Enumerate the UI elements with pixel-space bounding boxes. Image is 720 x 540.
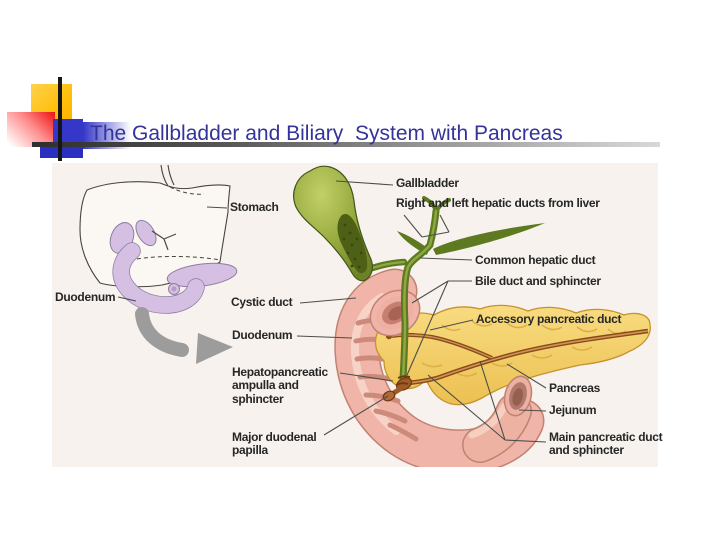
esophagus-line (160, 164, 169, 187)
gallbladder-texture (342, 223, 363, 269)
jejunum-shape (462, 375, 533, 463)
label-jejunum: Jejunum (549, 403, 597, 417)
jejunum-cut-end (503, 375, 533, 417)
leader-lines (117, 180, 547, 443)
esophagus-line-2 (167, 164, 175, 186)
label-gallbladder: Gallbladder (396, 176, 459, 190)
inset-duodenum-c (113, 243, 204, 314)
label-duodenum-inset: Duodenum (55, 290, 116, 304)
inset-lavender-organs (109, 219, 238, 314)
magnify-arrow (135, 307, 233, 364)
label-cystic-duct: Cystic duct (231, 295, 293, 309)
label-major-duodenal-papilla: Major duodenal papilla (232, 430, 317, 458)
hidden-stomach-dashed (136, 255, 221, 261)
deco-vertical-line (58, 77, 62, 161)
label-common-hepatic-duct: Common hepatic duct (475, 253, 596, 267)
hidden-edge-dashed (169, 186, 205, 195)
label-bile-duct-sphincter: Bile duct and sphincter (475, 274, 601, 288)
inset-stomach-diagram (79, 164, 238, 314)
label-duodenum-main: Duodenum (232, 328, 293, 342)
left-hepatic-leaf (397, 231, 429, 255)
label-accessory-pancreatic-duct: Accessory pancreatic duct (476, 312, 622, 326)
label-hepatopancreatic: Hepatopancreatic ampulla and sphincter (232, 365, 328, 406)
anatomy-figure: Stomach Duodenum Gallbladder Right and l… (52, 163, 663, 467)
inset-duct-branches (151, 230, 177, 251)
title-underline (32, 142, 660, 147)
label-hepatic-ducts: Right and left hepatic ducts from liver (396, 196, 600, 210)
slide-title: The Gallbladder and Biliary System with … (90, 122, 563, 145)
label-stomach: Stomach (230, 200, 279, 214)
deco-red-square (7, 112, 55, 147)
pancreas-shape (374, 304, 651, 406)
gallbladder-shape (293, 165, 373, 282)
ampulla-sphincter (382, 375, 413, 402)
anatomy-illustration (79, 164, 651, 467)
right-hepatic-leaf (433, 223, 545, 255)
gallbladder-interior (337, 213, 368, 274)
label-pancreas: Pancreas (549, 381, 600, 395)
label-main-pancreatic-duct: Main pancreatic duct and sphincter (549, 430, 663, 458)
